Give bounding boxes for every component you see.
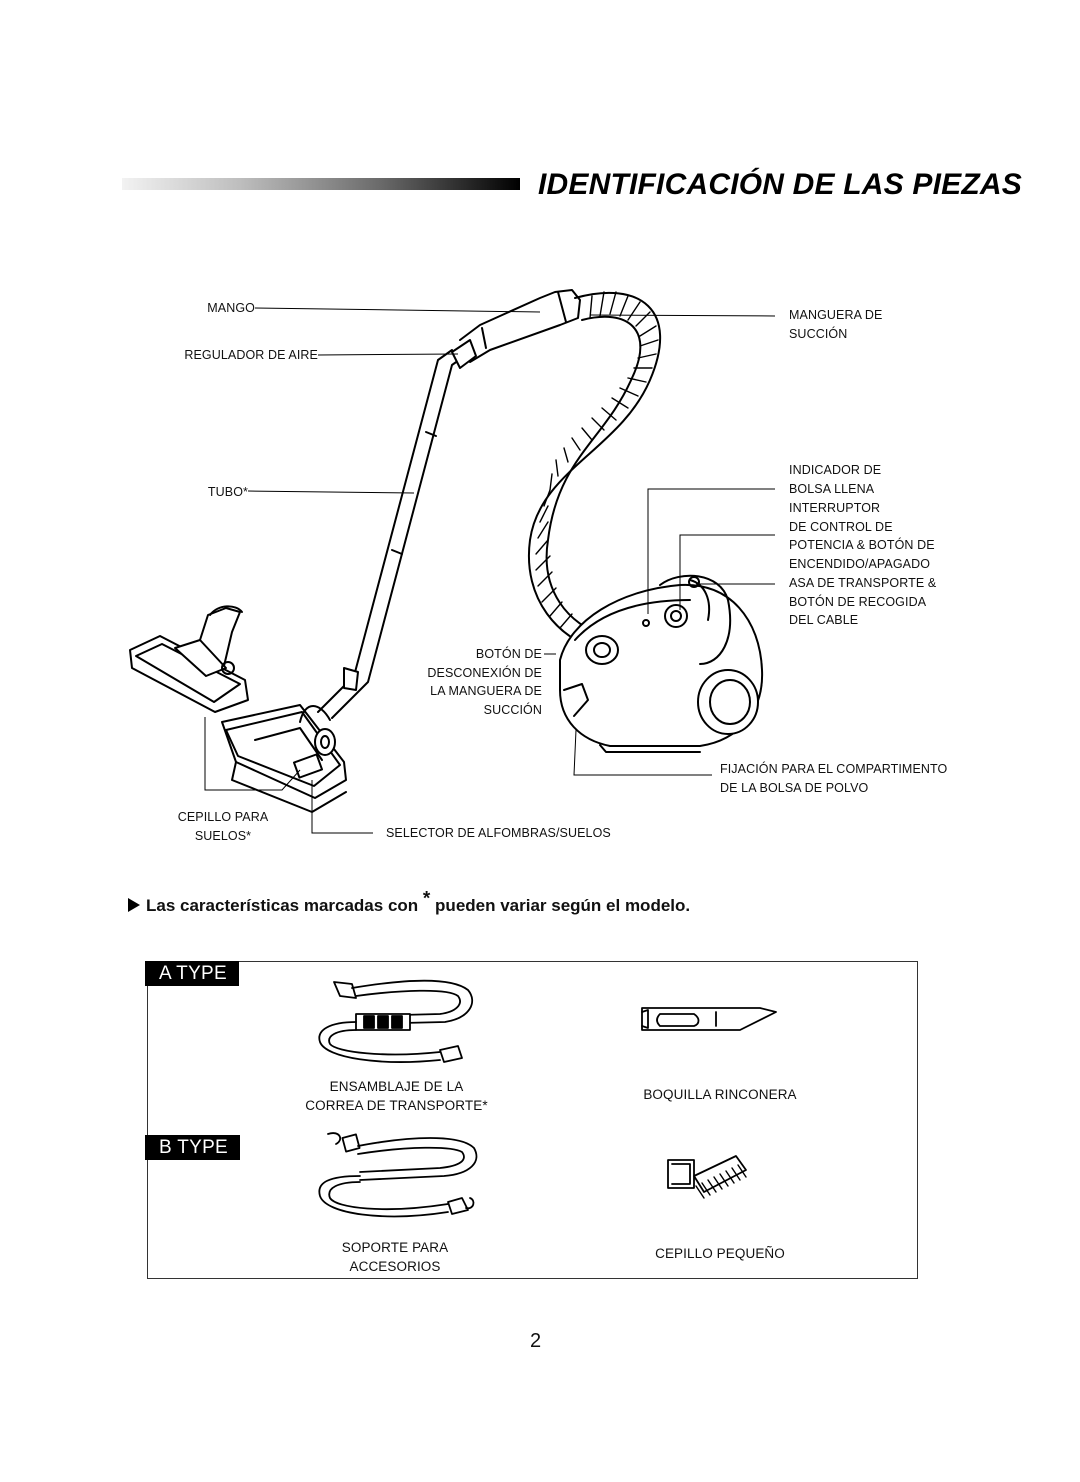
- page-title: IDENTIFICACIÓN DE LAS PIEZAS: [538, 168, 1022, 201]
- small-brush-illustration: [667, 1155, 747, 1199]
- label-carry-strap: ENSAMBLAJE DE LA CORREA DE TRANSPORTE*: [305, 1079, 488, 1113]
- tube-illustration: [317, 289, 581, 719]
- note-suffix: pueden variar según el modelo.: [435, 896, 691, 915]
- page-number: 2: [530, 1330, 542, 1352]
- accessory-holder-illustration: [318, 1132, 478, 1218]
- note-asterisk: *: [422, 888, 431, 910]
- label-power-control-switch: INTERRUPTOR DE CONTROL DE POTENCIA & BOT…: [789, 501, 935, 571]
- label-hose-release-button: BOTÓN DE DESCONEXIÓN DE LA MANGUERA DE S…: [427, 647, 542, 717]
- suction-hose-illustration: [527, 291, 662, 651]
- accessories-box: [147, 961, 918, 1279]
- title-gradient-bar: [122, 178, 520, 190]
- note-prefix: Las características marcadas con: [146, 896, 419, 915]
- floor-brush-illustration: [221, 704, 347, 813]
- label-bag-full-indicator: INDICADOR DE BOLSA LLENA: [789, 463, 882, 496]
- label-accessory-holder: SOPORTE PARA ACCESORIOS: [341, 1240, 449, 1274]
- leader-lines: [204, 307, 776, 834]
- label-suction-hose: MANGUERA DE SUCCIÓN: [789, 308, 883, 341]
- label-crevice-nozzle: BOQUILLA RINCONERA: [643, 1087, 797, 1102]
- crevice-nozzle-illustration: [641, 1007, 777, 1031]
- model-variation-note: Las características marcadas con * puede…: [128, 889, 691, 916]
- a-type-tag: A TYPE: [145, 961, 239, 986]
- label-carpet-floor-selector: SELECTOR DE ALFOMBRAS/SUELOS: [386, 826, 611, 840]
- vacuum-body-illustration: [559, 574, 764, 753]
- arrow-bullet-icon: [128, 898, 140, 912]
- b-type-tag: B TYPE: [145, 1135, 241, 1160]
- label-air-regulator: REGULADOR DE AIRE: [184, 348, 318, 362]
- label-carry-handle-cord-rewind: ASA DE TRANSPORTE & BOTÓN DE RECOGIDA DE…: [789, 576, 937, 627]
- label-mango: MANGO: [207, 301, 255, 315]
- label-floor-brush: CEPILLO PARA SUELOS*: [177, 810, 269, 843]
- floor-brush-alt-illustration: [129, 605, 249, 713]
- label-tube: TUBO*: [207, 485, 248, 499]
- carry-strap-a-illustration: [318, 979, 474, 1063]
- label-small-brush: CEPILLO PEQUEÑO: [655, 1246, 785, 1261]
- label-dust-bag-latch: FIJACIÓN PARA EL COMPARTIMENTO DE LA BOL…: [720, 762, 948, 795]
